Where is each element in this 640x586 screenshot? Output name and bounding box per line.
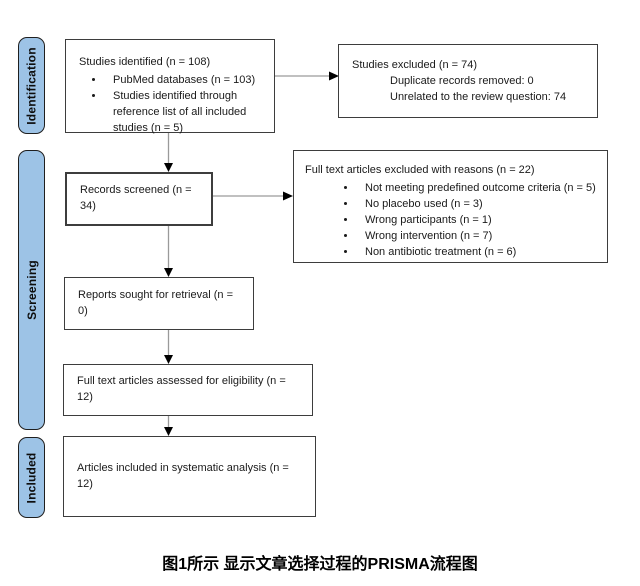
box-fulltext-excluded: Full text articles excluded with reasons… — [293, 150, 608, 263]
stage-screening: Screening — [18, 150, 45, 430]
bullet-item: PubMed databases (n = 103) — [105, 73, 266, 89]
box-fulltext-excluded-bullets: Not meeting predefined outcome criteria … — [305, 181, 601, 261]
box-records-screened: Records screened (n = 34) — [65, 172, 213, 226]
box-fulltext-assessed: Full text articles assessed for eligibil… — [63, 364, 313, 416]
box-studies-identified-title: Studies identified (n = 108) — [79, 56, 211, 68]
box-reports-sought-title: Reports sought for retrieval (n = 0) — [78, 288, 233, 317]
box-studies-excluded-lines: Duplicate records removed: 0 Unrelated to… — [352, 74, 589, 106]
arrowhead-screened-to-reports — [164, 268, 173, 277]
box-records-screened-title: Records screened (n = 34) — [80, 184, 192, 212]
box-articles-included: Articles included in systematic analysis… — [63, 436, 316, 517]
figure-caption: 图1所示 显示文章选择过程的PRISMA流程图 — [162, 556, 478, 573]
box-studies-excluded: Studies excluded (n = 74) Duplicate reco… — [338, 44, 598, 118]
box-fulltext-excluded-title: Full text articles excluded with reasons… — [305, 164, 535, 176]
stage-identification-label: Identification — [24, 46, 39, 125]
bullet-item: Studies identified through reference lis… — [105, 89, 266, 137]
bullet-item: Not meeting predefined outcome criteria … — [357, 181, 601, 197]
indented-line: Duplicate records removed: 0 — [390, 74, 534, 87]
bullet-item: No placebo used (n = 3) — [357, 197, 601, 213]
bullet-item: Non antibiotic treatment (n = 6) — [357, 245, 601, 261]
stage-included-label: Included — [24, 452, 39, 503]
stage-screening-label: Screening — [24, 260, 39, 320]
stage-included: Included — [18, 437, 45, 518]
box-reports-sought: Reports sought for retrieval (n = 0) — [64, 277, 254, 330]
bullet-item: Wrong intervention (n = 7) — [357, 229, 601, 245]
indented-line: Unrelated to the review question: 74 — [390, 90, 567, 103]
arrowhead-assessed-to-included — [164, 427, 173, 436]
box-studies-excluded-title: Studies excluded (n = 74) — [352, 59, 478, 71]
arrowhead-identified-to-screened — [164, 163, 173, 172]
stage-identification: Identification — [18, 37, 45, 134]
box-articles-included-title: Articles included in systematic analysis… — [77, 461, 289, 490]
arrowhead-reports-to-assessed — [164, 355, 173, 364]
box-fulltext-assessed-title: Full text articles assessed for eligibil… — [77, 375, 286, 403]
arrowhead-screened-to-fulltext-excluded — [283, 191, 293, 201]
bullet-item: Wrong participants (n = 1) — [357, 213, 601, 229]
box-studies-identified: Studies identified (n = 108) PubMed data… — [65, 39, 275, 134]
box-studies-identified-bullets: PubMed databases (n = 103)Studies identi… — [79, 73, 266, 137]
